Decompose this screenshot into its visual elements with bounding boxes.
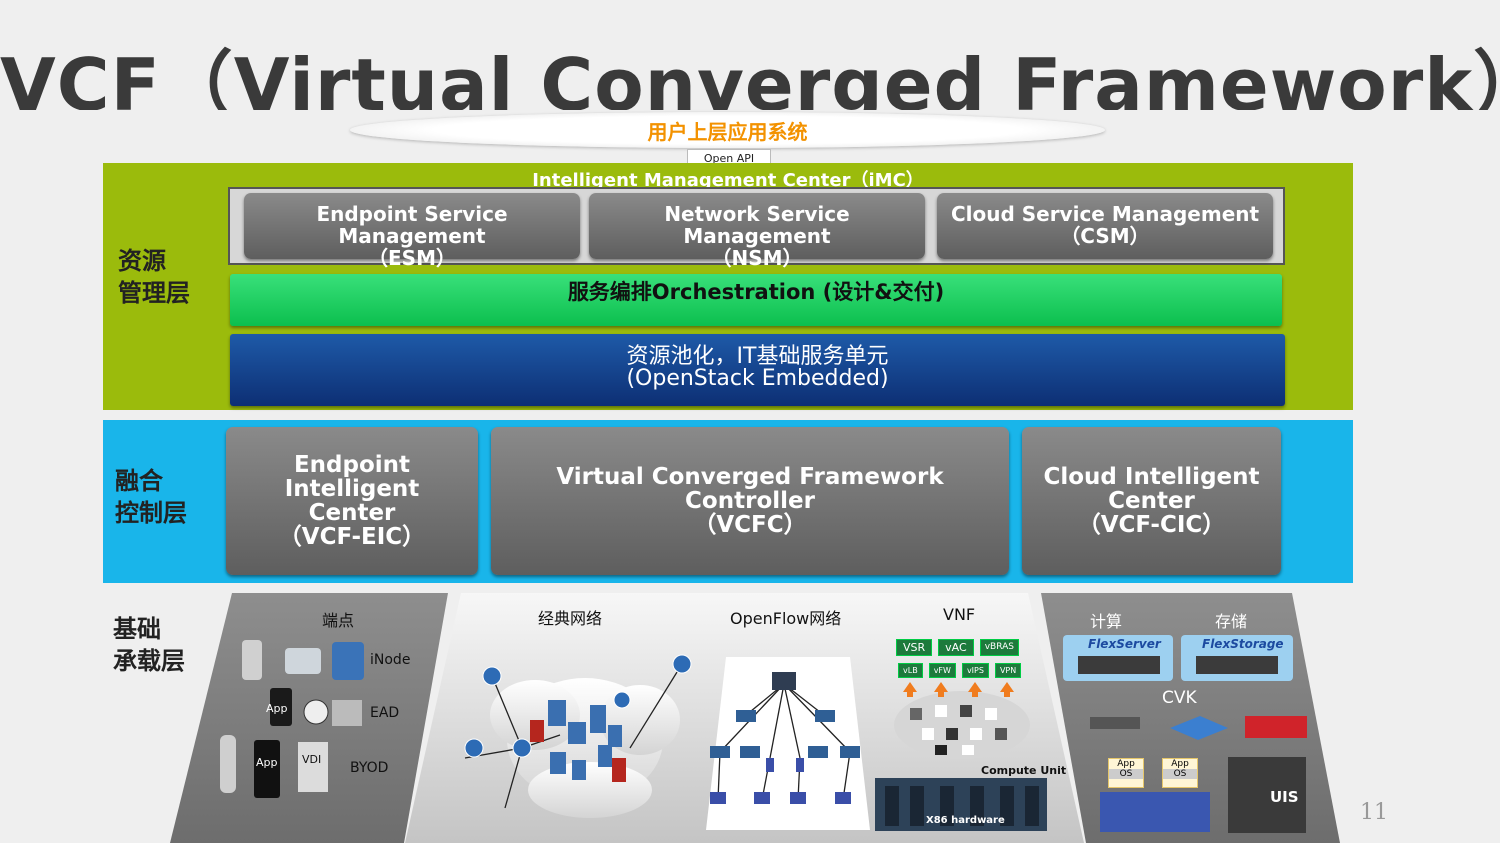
csm-name: Cloud Service Management (950, 202, 1260, 226)
app-layer-ellipse (350, 112, 1105, 148)
classic-network-title: 经典网络 (538, 609, 603, 628)
vnf-vips: vIPS (961, 663, 989, 678)
compute-title: 计算 (1090, 612, 1123, 631)
eic-line1: Endpoint Intelligent (284, 452, 420, 502)
imc-label: Intelligent Management Center（iMC） (532, 170, 924, 191)
vnf-bottom-row: vLB vFW vIPS VPN (898, 663, 1022, 678)
eic-line3: （VCF-EIC） (278, 524, 426, 550)
cic-line3: （VCF-CIC） (1077, 512, 1226, 538)
csm-box: Cloud Service Management （CSM） (937, 193, 1273, 259)
cvk-switch (1090, 717, 1140, 729)
flex-servers (1063, 635, 1293, 681)
openflow-area (706, 657, 870, 830)
compute-unit-label: Compute Unit (981, 764, 1067, 777)
router-icons (464, 654, 692, 758)
app-os-1-os: OS (1109, 769, 1143, 779)
cvk-router (1170, 716, 1228, 740)
openflow-network-title: OpenFlow网络 (730, 609, 842, 628)
page-title: VCF（Virtual Converged Framework） (0, 43, 1500, 110)
openflow-switches (710, 672, 860, 758)
vcfc-line1: Virtual Converged Framework Controller (556, 464, 944, 514)
endpoint-devices (220, 640, 364, 798)
switch-icons (548, 700, 622, 780)
app-os-2-app: App (1171, 759, 1189, 769)
storage-title: 存储 (1215, 612, 1248, 631)
app-layer-label: 用户上层应用系统 (647, 120, 808, 144)
inode-label: iNode (370, 652, 411, 668)
byod-label: BYOD (350, 760, 389, 776)
app-label-2: App (256, 756, 278, 769)
eic-line2: Center (308, 500, 396, 526)
app-os-2-os: OS (1163, 769, 1197, 779)
csm-abbr: （CSM） (1060, 224, 1150, 248)
app-os-1-app: App (1117, 759, 1135, 769)
uis-label: UIS (1270, 788, 1299, 806)
vnf-top-row: VSR vAC vBRAS (896, 639, 1019, 656)
vnf-vbras: vBRAS (979, 639, 1019, 656)
flexstorage-label: FlexStorage (1202, 637, 1284, 651)
vnf-vpn: VPN (994, 663, 1022, 678)
pool-line2: (OpenStack Embedded) (626, 366, 889, 391)
vnf-title: VNF (943, 605, 976, 624)
vnf-vac: vAC (938, 639, 974, 656)
vnf-arrows (903, 682, 1014, 697)
firewall-icons (530, 720, 626, 782)
vdi-label: VDI (302, 753, 322, 766)
esm-abbr: （ESM） (368, 246, 456, 270)
flexserver-label: FlexServer (1088, 637, 1161, 651)
compute-unit-cloud (894, 691, 1030, 759)
cvk-label: CVK (1162, 688, 1197, 708)
nsm-name: Network Service Management (664, 202, 850, 248)
cic-line1: Cloud Intelligent (1043, 464, 1260, 490)
layer-label-resource: 资源 管理层 (118, 247, 190, 307)
app-os-card-2: App OS (1162, 758, 1198, 788)
nsm-box: Network Service Management （NSM） (589, 193, 925, 269)
esm-name: Endpoint Service Management (316, 202, 508, 248)
vcf-eic-box: Endpoint Intelligent Center （VCF-EIC） (226, 427, 478, 575)
layer-label-base: 基础 承载层 (113, 615, 185, 675)
server-racks (885, 786, 1039, 826)
app-os-card-1: App OS (1108, 758, 1144, 788)
app-os-stack (1100, 792, 1210, 832)
page-number: 11 (1360, 800, 1388, 825)
cic-line2: Center (1108, 488, 1195, 514)
layer-label-control: 融合 控制层 (115, 467, 187, 527)
vnf-vfw: vFW (928, 663, 956, 678)
vnf-vsr: VSR (896, 639, 933, 656)
uis-rack (1228, 757, 1306, 833)
orchestration-bar: 服务编排Orchestration (设计&交付) (230, 274, 1282, 326)
pool-line1: 资源池化，IT基础服务单元 (626, 344, 889, 369)
nsm-abbr: （NSM） (711, 246, 803, 270)
esm-box: Endpoint Service Management （ESM） (244, 193, 580, 269)
x86-hardware-image (875, 778, 1047, 831)
vnf-vlb: vLB (898, 663, 923, 678)
vcfc-box: Virtual Converged Framework Controller （… (491, 427, 1009, 575)
vcfc-line2: （VCFC） (693, 512, 807, 538)
openflow-hosts (710, 758, 851, 804)
resource-pool-bar: 资源池化，IT基础服务单元 (OpenStack Embedded) (230, 334, 1285, 406)
app-label-1: App (266, 702, 288, 715)
vcf-cic-box: Cloud Intelligent Center （VCF-CIC） (1022, 427, 1281, 575)
x86-hardware-label: X86 hardware (926, 815, 1005, 826)
cvk-firewall (1245, 716, 1307, 738)
ead-label: EAD (370, 705, 400, 721)
endpoint-title: 端点 (322, 611, 355, 630)
